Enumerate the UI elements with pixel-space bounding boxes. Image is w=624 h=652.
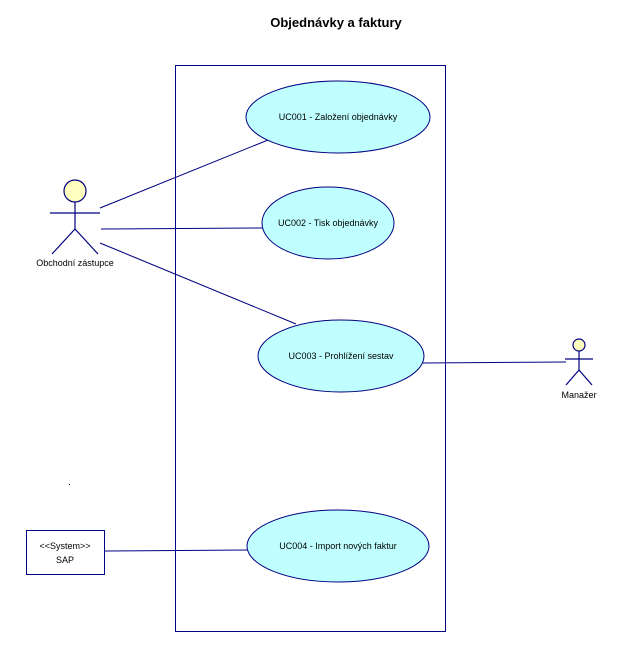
system-actor-box — [26, 530, 105, 575]
association-line-uc003 — [99, 242, 297, 325]
system-actor-sap[interactable]: <<System>> SAP — [26, 530, 105, 575]
association-line-uc002 — [100, 227, 264, 230]
use-case-ellipse — [245, 80, 431, 154]
diagram-title: Objednávky a faktury — [270, 15, 402, 30]
associations — [99, 139, 567, 552]
association-line-manazer — [422, 361, 567, 364]
system-boundary — [175, 65, 446, 632]
system-actor-stereotype: <<System>> — [39, 541, 90, 551]
system-actor-label: SAP — [56, 555, 74, 565]
association-line-uc001 — [99, 139, 269, 209]
actor-manazer[interactable]: Manažer — [561, 338, 597, 400]
use-case-ellipse — [261, 186, 395, 260]
use-case-label: UC002 - Tisk objednávky — [278, 218, 379, 228]
use-case-ellipse — [246, 509, 430, 583]
use-case-label: UC003 - Prohlížení sestav — [288, 351, 394, 361]
actor-figure-icon — [565, 338, 593, 386]
use-case-label: UC001 - Založení objednávky — [279, 112, 398, 122]
use-case-uc004[interactable]: UC004 - Import nových faktur — [246, 509, 430, 583]
stray-dot — [69, 484, 70, 485]
actor-figure-icon — [50, 179, 100, 255]
association-line-sap — [104, 549, 249, 552]
use-case-uc003[interactable]: UC003 - Prohlížení sestav — [257, 319, 425, 393]
use-case-ellipse — [257, 319, 425, 393]
use-case-uc001[interactable]: UC001 - Založení objednávky — [245, 80, 431, 154]
use-case-uc002[interactable]: UC002 - Tisk objednávky — [261, 186, 395, 260]
actor-label: Manažer — [561, 390, 596, 400]
actor-label: Obchodní zástupce — [36, 258, 114, 268]
use-case-label: UC004 - Import nových faktur — [279, 541, 397, 551]
actor-obchodni-zastupce[interactable]: Obchodní zástupce — [36, 179, 114, 268]
